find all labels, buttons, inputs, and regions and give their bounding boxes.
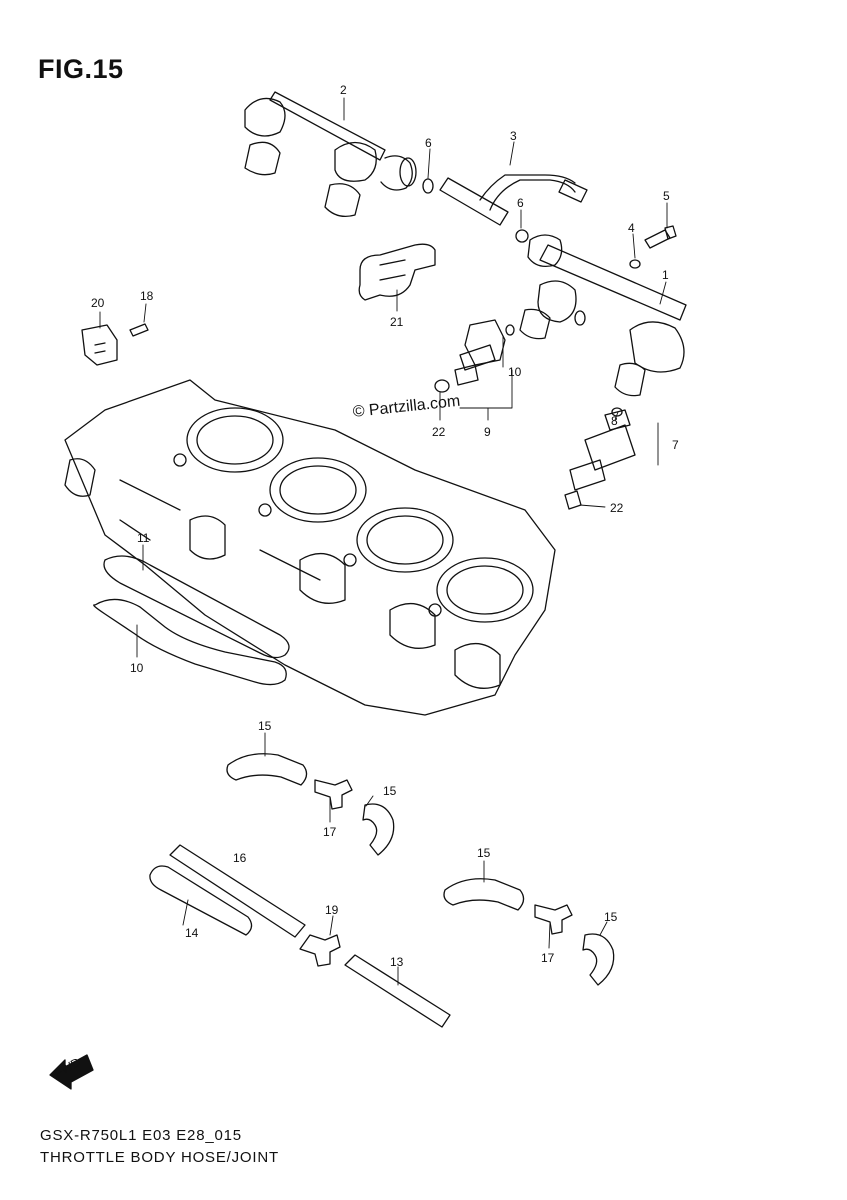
hose-12 [103,555,290,659]
callout-17-b: 17 [541,951,555,965]
callout-17-a: 17 [323,825,337,839]
callout-9: 9 [484,425,491,439]
fwd-arrow-icon [49,1054,94,1090]
callout-15-a: 15 [258,719,272,733]
callout-18: 18 [140,289,154,303]
hose-15-upper-left [226,753,308,786]
callout-20: 20 [91,296,105,310]
callout-22-lower: 22 [610,501,624,515]
callout-2: 2 [340,83,347,97]
screw-5 [644,225,677,249]
figure-title: FIG.15 [38,54,124,84]
model-code: GSX-R750L1 E03 E28_015 [40,1127,242,1144]
throttle-body-assembly [64,379,556,716]
hose-16 [169,844,306,938]
hose-14 [149,865,253,936]
screw-18 [129,323,149,337]
diagram-caption: THROTTLE BODY HOSE/JOINT [40,1149,279,1166]
callout-12: 11 [137,531,150,545]
callout-14: 14 [185,926,199,940]
hose-15-lower-left [443,878,525,911]
callout-4: 4 [628,221,635,235]
sensor-20 [81,324,118,366]
fuel-joint-pipe-3 [439,174,588,226]
callout-15-b: 15 [383,784,397,798]
joint-19 [299,934,341,967]
callout-6-lower: 6 [517,196,524,210]
hose-15-lower-right [582,933,615,986]
hose-13 [344,954,451,1028]
fuel-delivery-pipe-lower [519,234,687,397]
o-ring-4 [629,259,641,269]
callout-3: 3 [510,129,517,143]
fuel-injector-9 [454,319,515,386]
callout-1: 1 [662,268,669,282]
fuel-injector-7 [569,407,636,491]
callout-labels: 2 3 6 6 5 4 1 18 20 21 10 8 7 22 9 22 11… [52,83,679,1081]
callout-5: 5 [663,189,670,203]
joint-17-upper [314,779,353,810]
leader-lines [99,97,668,986]
o-ring-6-lower [515,229,529,243]
joint-17-lower [534,904,573,935]
callout-8: 8 [611,414,618,428]
callout-16: 16 [233,851,247,865]
callout-10: 10 [508,365,522,379]
callout-11: 10 [130,661,144,675]
seal-22-lower [564,490,582,510]
clamp-21 [358,243,436,301]
callout-15-c: 15 [477,846,491,860]
callout-7: 7 [672,438,679,452]
seal-22-upper [434,379,450,393]
callout-22-upper: 22 [432,425,446,439]
o-ring-6-upper [422,178,434,194]
fuel-delivery-pipe-upper [244,91,417,218]
hose-15-upper-right [362,803,395,856]
callout-15-d: 15 [604,910,618,924]
callout-13: 13 [390,955,404,969]
callout-19: 19 [325,903,339,917]
hose-11 [93,598,287,686]
callout-21: 21 [390,315,404,329]
callout-6-upper: 6 [425,136,432,150]
